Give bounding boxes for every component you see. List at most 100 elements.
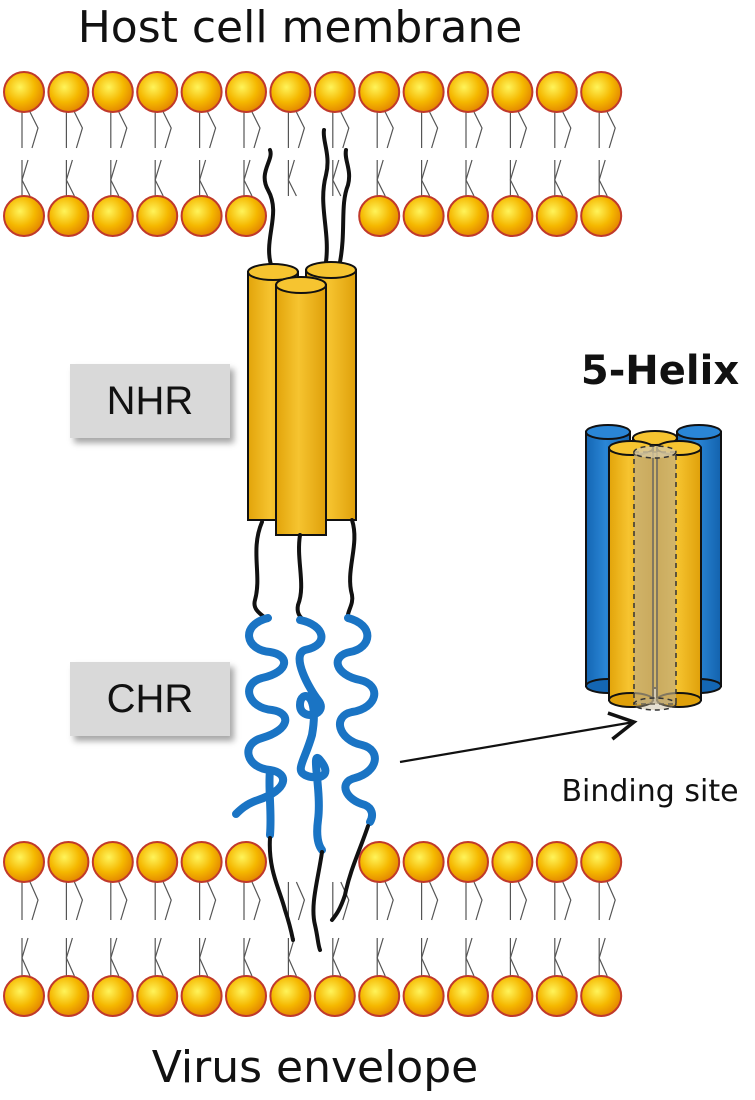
lipid-head [47, 71, 90, 113]
lipid-tail [554, 937, 564, 977]
lipid-tail [73, 111, 84, 149]
lipid-tail [517, 881, 528, 921]
lipid-head [136, 71, 179, 113]
lipid-tail [562, 881, 572, 921]
nhr-label-box: NHR [70, 364, 230, 438]
lipid-tail [384, 111, 394, 149]
lipid-head [402, 71, 445, 113]
lipid-head [447, 71, 489, 113]
host-cell-membrane-label: Host cell membrane [77, 2, 523, 53]
lipid-head [47, 975, 90, 1017]
lipid-head [535, 195, 578, 237]
lipid-tail [287, 159, 297, 197]
lipid-head [3, 71, 45, 113]
binding-site-label: Binding site [561, 774, 739, 809]
five-helix-bundle [585, 424, 722, 711]
lipid-head [535, 841, 578, 883]
binding-site-arrow [399, 711, 638, 764]
lipid-head [180, 71, 223, 113]
lipid-head [225, 71, 267, 113]
lipid-tail [287, 937, 297, 977]
lipid-head [447, 975, 489, 1017]
lipid-tail [65, 937, 75, 977]
lipid-head [402, 841, 445, 883]
binding-site-groove [633, 445, 677, 711]
lipid-head [136, 195, 179, 237]
lipid-tail [207, 881, 217, 921]
chr-helix-left [232, 614, 290, 839]
lipid-tail [606, 881, 616, 921]
lipid-head [358, 195, 401, 237]
lipid-head [225, 841, 267, 883]
lipid-tail [598, 937, 608, 977]
lipid-tail [118, 881, 128, 921]
nhr-label: NHR [106, 378, 194, 423]
lipid-tail [251, 111, 261, 149]
lipid-tail [154, 159, 164, 197]
five-helix-title: 5-Helix [580, 348, 740, 394]
lipid-head [491, 975, 534, 1017]
chr-helices [232, 614, 379, 854]
lipid-head [136, 975, 179, 1017]
lipid-tail [162, 111, 172, 149]
lipid-tail [110, 937, 120, 977]
lipid-tail [21, 159, 31, 197]
lipid-head [491, 71, 534, 113]
lipid-tail [420, 159, 431, 197]
lipid-head [447, 841, 489, 883]
lipid-head [91, 195, 134, 237]
lipid-tail [473, 881, 483, 921]
lipid-head [180, 975, 223, 1017]
lipid-tail [598, 159, 608, 197]
lipid-tail [376, 159, 386, 197]
lipid-head [313, 71, 356, 113]
lipid-head [180, 841, 223, 883]
lipid-tail [376, 937, 386, 977]
lipid-tail [110, 159, 120, 197]
lipid-tail [332, 159, 342, 197]
lipid-tail [509, 159, 519, 197]
lipid-tail [340, 111, 350, 149]
lipid-head [535, 975, 578, 1017]
lipid-head [535, 71, 578, 113]
lipid-head [47, 195, 90, 237]
lipid-tail [295, 881, 306, 921]
lipid-tail [429, 881, 439, 921]
nhr-helix-front [275, 276, 327, 536]
lipid-tail [295, 111, 306, 149]
lipid-tail [465, 937, 475, 977]
lipid-tail [118, 111, 128, 149]
lipid-head [91, 975, 134, 1017]
chr-label-box: CHR [70, 662, 230, 736]
transmembrane-tethers-top [262, 128, 352, 270]
lipid-head [180, 195, 223, 237]
virus-envelope-label: Virus envelope [151, 1042, 479, 1093]
lipid-tail [65, 159, 75, 197]
lipid-head [580, 195, 623, 237]
lipid-tail [554, 159, 564, 197]
lipid-tail [21, 937, 31, 977]
lipid-head [358, 841, 401, 883]
lipid-head [447, 195, 489, 237]
nhr-trimer [247, 261, 357, 536]
virus-envelope-membrane [3, 841, 623, 1017]
lipid-head [225, 975, 267, 1017]
lipid-tail [243, 159, 253, 197]
lipid-head [580, 841, 623, 883]
chr-helix-middle [295, 616, 330, 854]
lipid-head [3, 841, 45, 883]
lipid-tail [243, 937, 253, 977]
lipid-tail [198, 159, 209, 197]
lipid-head [491, 195, 534, 237]
lipid-head [3, 195, 45, 237]
lipid-head [269, 71, 312, 113]
host-cell-membrane [3, 71, 623, 237]
lipid-tail [251, 881, 261, 921]
lipid-tail [73, 881, 84, 921]
lipid-tail [606, 111, 616, 149]
chr-helix-right [333, 614, 379, 826]
lipid-head [358, 71, 401, 113]
lipid-tail [562, 111, 572, 149]
lipid-tail [154, 937, 164, 977]
